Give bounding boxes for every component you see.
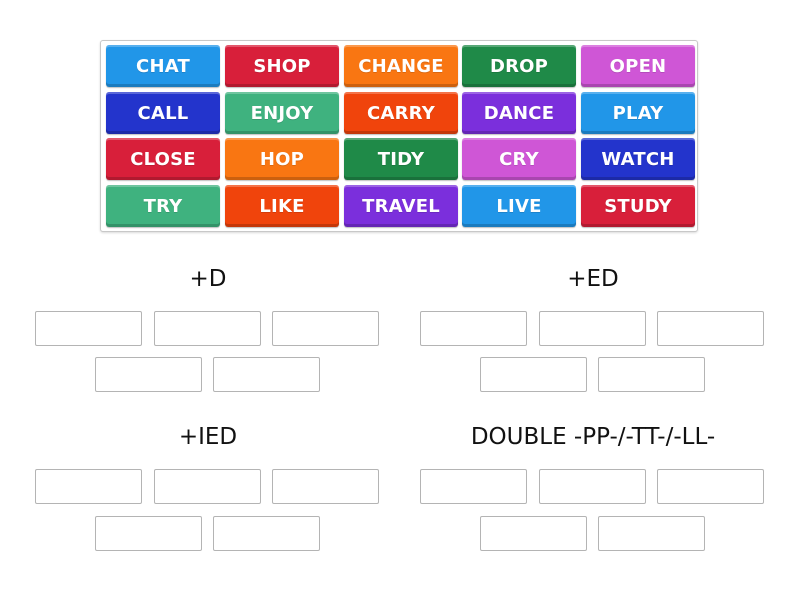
word-tile-open[interactable]: OPEN bbox=[581, 45, 695, 87]
word-tile-change[interactable]: CHANGE bbox=[344, 45, 458, 87]
word-tile-cry[interactable]: CRY bbox=[462, 138, 576, 180]
word-tile-hop[interactable]: HOP bbox=[225, 138, 339, 180]
word-tile-enjoy[interactable]: ENJOY bbox=[225, 92, 339, 134]
drop-slot[interactable] bbox=[480, 516, 587, 551]
drop-slot[interactable] bbox=[598, 516, 705, 551]
word-tile-travel[interactable]: TRAVEL bbox=[344, 185, 458, 227]
drop-slot[interactable] bbox=[95, 516, 202, 551]
drop-slot[interactable] bbox=[480, 357, 587, 392]
word-tile-drop[interactable]: DROP bbox=[462, 45, 576, 87]
drop-slot[interactable] bbox=[213, 357, 320, 392]
word-tile-live[interactable]: LIVE bbox=[462, 185, 576, 227]
drop-slot[interactable] bbox=[272, 311, 379, 346]
drop-slot[interactable] bbox=[657, 311, 764, 346]
word-tile-close[interactable]: CLOSE bbox=[106, 138, 220, 180]
drop-slot[interactable] bbox=[539, 469, 646, 504]
word-tile-tidy[interactable]: TIDY bbox=[344, 138, 458, 180]
drop-slot[interactable] bbox=[35, 469, 142, 504]
drop-slot[interactable] bbox=[539, 311, 646, 346]
group-title: DOUBLE -PP-/-TT-/-LL- bbox=[470, 424, 716, 450]
word-tile-like[interactable]: LIKE bbox=[225, 185, 339, 227]
group-title: +D bbox=[189, 266, 227, 292]
drop-slot[interactable] bbox=[154, 469, 261, 504]
drop-slot[interactable] bbox=[154, 311, 261, 346]
word-tile-dance[interactable]: DANCE bbox=[462, 92, 576, 134]
drop-slot[interactable] bbox=[95, 357, 202, 392]
word-tile-shop[interactable]: SHOP bbox=[225, 45, 339, 87]
word-tile-call[interactable]: CALL bbox=[106, 92, 220, 134]
word-tile-study[interactable]: STUDY bbox=[581, 185, 695, 227]
drop-slot[interactable] bbox=[657, 469, 764, 504]
drop-slot[interactable] bbox=[420, 311, 527, 346]
drop-slot[interactable] bbox=[272, 469, 379, 504]
word-tile-carry[interactable]: CARRY bbox=[344, 92, 458, 134]
drop-slot[interactable] bbox=[420, 469, 527, 504]
drop-slot[interactable] bbox=[35, 311, 142, 346]
drop-slot[interactable] bbox=[213, 516, 320, 551]
word-tile-play[interactable]: PLAY bbox=[581, 92, 695, 134]
drop-slot[interactable] bbox=[598, 357, 705, 392]
word-tile-chat[interactable]: CHAT bbox=[106, 45, 220, 87]
word-tile-watch[interactable]: WATCH bbox=[581, 138, 695, 180]
group-title: +ED bbox=[567, 266, 619, 292]
word-tile-try[interactable]: TRY bbox=[106, 185, 220, 227]
group-title: +IED bbox=[178, 424, 238, 450]
